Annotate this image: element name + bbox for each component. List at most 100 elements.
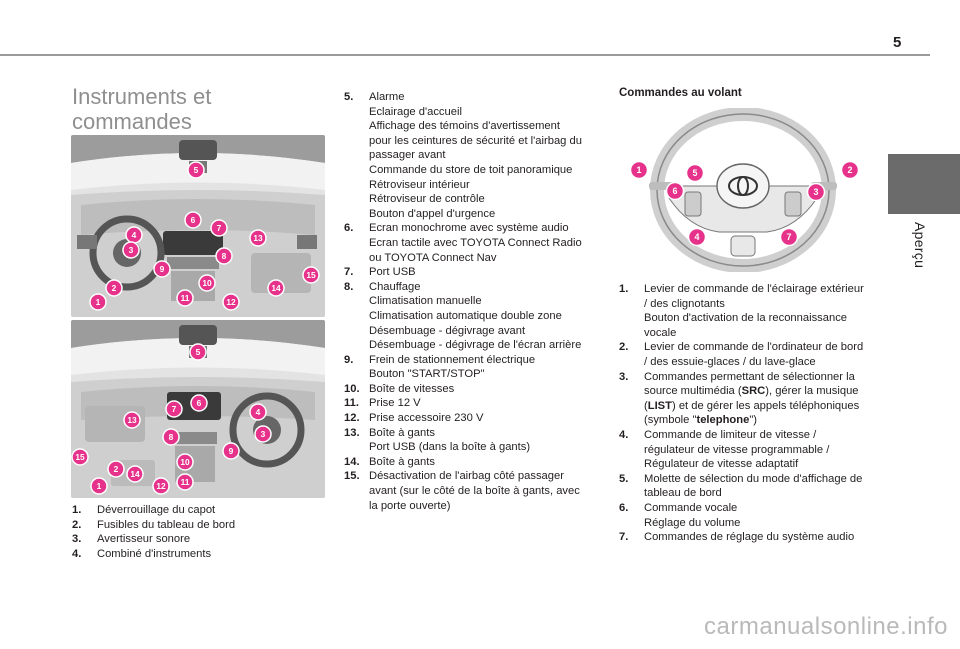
item-text: / des essuie-glaces / du lave-glace	[644, 355, 816, 368]
item-text: Boîte à gants	[369, 426, 435, 439]
callout-marker	[122, 241, 140, 259]
item-number: 7.	[344, 266, 354, 279]
callout-marker	[687, 227, 707, 247]
item-number: 1.	[619, 283, 629, 295]
item-text: Bouton "START/STOP"	[369, 368, 485, 381]
item-text: Désembuage - dégivrage de l'écran arrièr…	[369, 339, 582, 352]
item-text: Désembuage - dégivrage avant	[369, 324, 526, 337]
item-text: Prise 12 V	[369, 397, 421, 410]
item-number: 5.	[619, 472, 629, 485]
callout-label: 13	[127, 415, 137, 425]
item-text: Rétroviseur de contrôle	[369, 193, 485, 206]
callout-marker	[779, 227, 799, 247]
item-text: Climatisation automatique double zone	[369, 309, 562, 322]
list-item: 5.Molette de sélection du mode d'afficha…	[619, 472, 879, 501]
item-number: 10.	[344, 382, 360, 395]
callout-label: 2	[114, 464, 119, 474]
callout-label: 4	[132, 230, 137, 240]
callout-marker	[840, 160, 860, 180]
list-item: 2.Levier de commande de l'ordinateur de …	[619, 340, 879, 369]
callout-label: 7	[172, 404, 177, 414]
callout-label: 3	[129, 245, 134, 255]
section-tab-label: Aperçu	[912, 222, 928, 269]
list-item: 15.Désactivation de l'airbag côté passag…	[344, 469, 599, 513]
callout-marker	[267, 279, 285, 297]
callout-label: 5	[693, 168, 698, 178]
wheel-controls-list: 1. Levier de commande de l'éclairage exté…	[619, 282, 879, 545]
callout-marker	[107, 460, 125, 478]
list-item: 12.Prise accessoire 230 V	[344, 411, 599, 426]
callout-label: 1	[637, 165, 642, 175]
item-text: Prise accessoire 230 V	[369, 412, 484, 425]
callout-label: 12	[226, 297, 236, 307]
list-item: 4.Combiné d'instruments	[72, 547, 312, 562]
item-text: / des clignotants	[644, 297, 725, 310]
item-number: 7.	[619, 531, 629, 544]
item-text: (symbole "telephone")	[644, 414, 758, 427]
callout-marker	[162, 428, 180, 446]
item-number: 3.	[619, 370, 629, 383]
list-item: 3.Commandes permettant de sélectionner l…	[619, 370, 879, 428]
callout-label: 5	[196, 347, 201, 357]
item-text: Bouton d'activation de la reconnaissance	[644, 312, 848, 325]
item-number: 11.	[344, 397, 359, 410]
item-text: Commande de limiteur de vitesse /	[644, 428, 817, 441]
callout-label: 13	[253, 233, 263, 243]
callout-marker	[176, 473, 194, 491]
watermark: carmanualsonline.info	[704, 613, 948, 640]
callout-marker	[176, 453, 194, 471]
callout-marker	[685, 163, 705, 183]
callout-label: 4	[256, 407, 261, 417]
callout-label: 7	[787, 232, 792, 242]
item-number: 14.	[344, 455, 360, 468]
callout-marker	[189, 343, 207, 361]
callout-marker	[249, 229, 267, 247]
list-item: 2.Fusibles du tableau de bord	[72, 518, 312, 533]
list-item: 10. Boîte de vitesses	[344, 382, 599, 397]
list-item: 7.Commandes de réglage du système audio	[619, 530, 879, 545]
item-text: Ecran tactile avec TOYOTA Connect Radio	[369, 236, 582, 249]
item-text: Climatisation manuelle	[369, 295, 482, 308]
item-text: Réglage du volume	[644, 516, 741, 529]
item-text: la porte ouverte)	[369, 499, 451, 512]
item-text: Boîte de vitesses	[369, 382, 455, 395]
item-text: ou TOYOTA Connect Nav	[369, 251, 497, 264]
callout-marker	[190, 394, 208, 412]
section-tab[interactable]	[888, 154, 960, 214]
callout-label: 10	[180, 457, 190, 467]
callout-label: 8	[222, 251, 227, 261]
item-text: vocale	[644, 326, 677, 339]
callout-label: 3	[261, 429, 266, 439]
callout-label: 8	[169, 432, 174, 442]
item-text: tableau de bord	[644, 487, 722, 500]
callout-marker	[165, 400, 183, 418]
item-text: Régulateur de vitesse adaptatif	[644, 458, 799, 471]
callout-label: 11	[181, 477, 190, 487]
callout-marker	[806, 182, 826, 202]
item-number: 6.	[619, 501, 629, 514]
callout-marker	[302, 266, 320, 284]
item-text: Boîte à gants	[369, 455, 435, 468]
item-number: 6.	[344, 222, 354, 235]
callout-label: 15	[75, 452, 85, 462]
callout-label: 6	[673, 186, 678, 196]
item-text: Levier de commande de l'éclairage extéri…	[644, 283, 864, 295]
item-text: Fusibles du tableau de bord	[97, 518, 236, 531]
item-text: régulateur de vitesse programmable /	[644, 443, 830, 456]
callout-label: 12	[156, 481, 166, 491]
item-text: Affichage des témoins d'avertissement	[369, 120, 560, 133]
item-text: Rétroviseur intérieur	[369, 178, 470, 191]
page-number: 5	[893, 34, 902, 51]
item-number: 2.	[619, 341, 629, 354]
item-text: avant (sur le côté de la boîte à gants, …	[369, 485, 580, 498]
page-title: Instruments et commandes	[72, 84, 212, 134]
item-text: (LIST) et de gérer les appels téléphoniq…	[644, 399, 860, 412]
callout-label: 6	[197, 398, 202, 408]
